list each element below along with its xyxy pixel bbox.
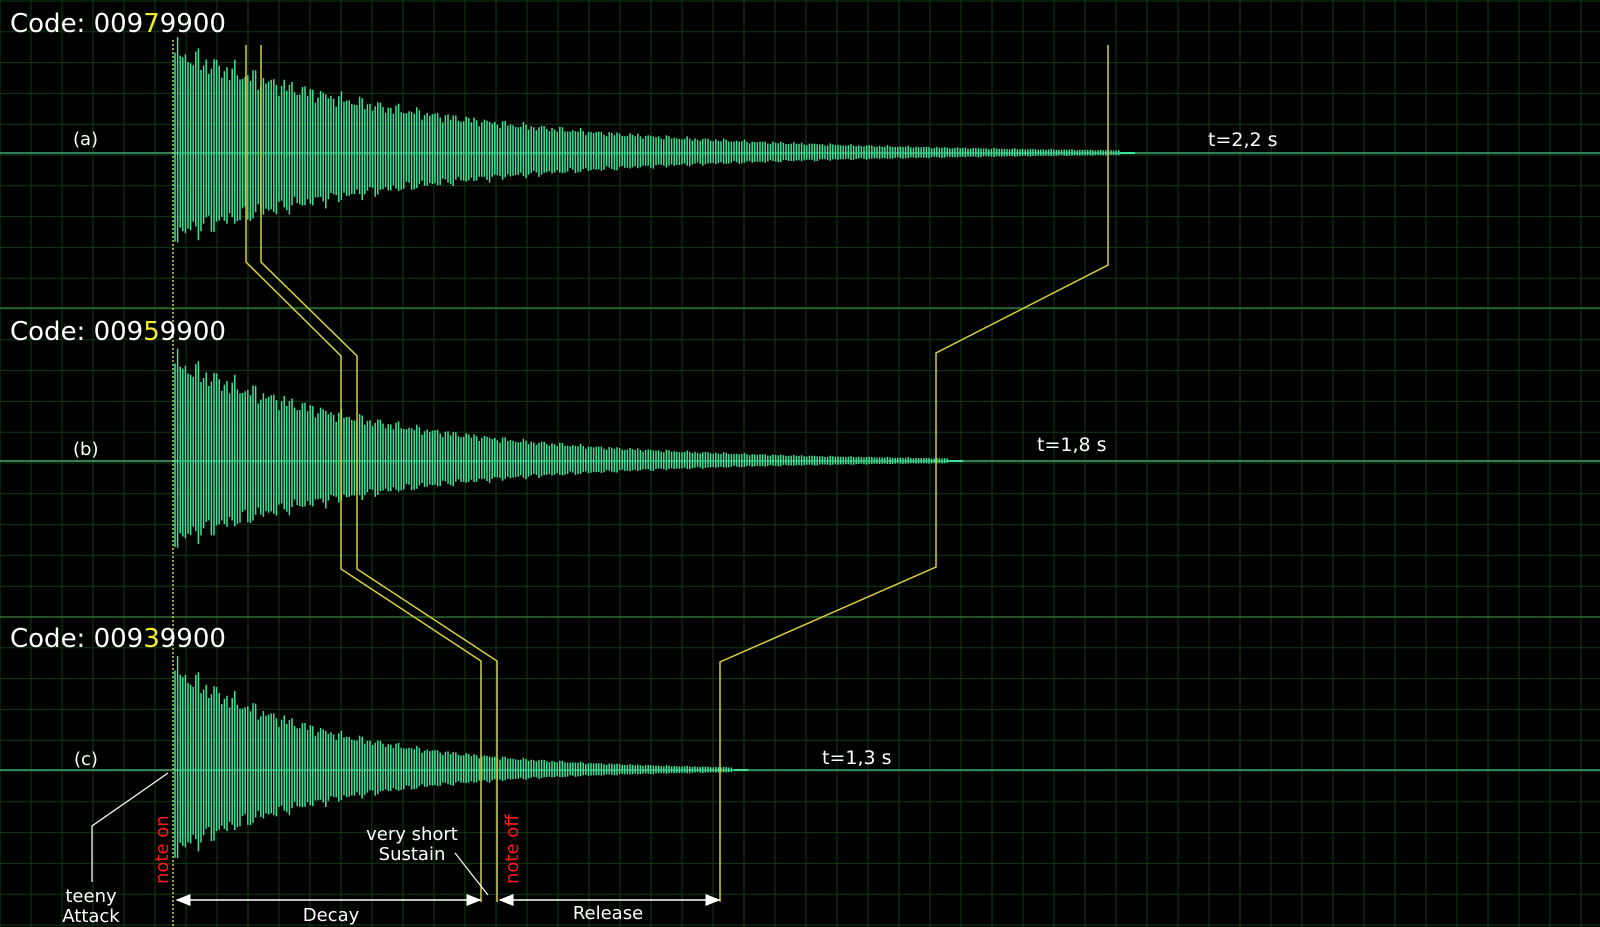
code-label-c: Code: 00939900: [10, 624, 226, 654]
time-label-b: t=1,8 s: [1037, 434, 1107, 456]
panel-label-b: (b): [73, 439, 98, 460]
panel-label-a: (a): [73, 129, 98, 150]
release-guide: [719, 45, 1109, 902]
sustain-pointer: [454, 852, 489, 896]
panel-separators: [0, 307, 1600, 618]
sustain-label-1: very short: [366, 824, 458, 845]
note-on-label: note on: [152, 815, 173, 884]
decay-guides: [245, 45, 498, 902]
waveform-trace: [174, 656, 733, 859]
code-digit-c: 3: [143, 624, 160, 654]
decay-label: Decay: [303, 905, 360, 926]
code-digit-a: 7: [143, 9, 160, 39]
panel-label-c: (c): [74, 749, 98, 770]
waveform-c: [174, 656, 749, 859]
note-off-label: note off: [502, 814, 523, 884]
attack-label-2: Attack: [62, 906, 120, 927]
waveform-b: [174, 348, 964, 548]
code-label-a: Code: 00979900: [10, 9, 226, 39]
attack-pointer: [91, 772, 169, 882]
waveform-trace: [174, 37, 1120, 243]
code-digit-b: 5: [143, 317, 160, 347]
code-label-b: Code: 00959900: [10, 317, 226, 347]
attack-label-1: teeny: [65, 886, 117, 907]
sustain-label-2: Sustain: [379, 844, 446, 865]
release-label: Release: [573, 903, 643, 924]
time-label-a: t=2,2 s: [1208, 129, 1278, 151]
time-label-c: t=1,3 s: [822, 747, 892, 769]
waveform-trace: [174, 348, 948, 548]
waveform-a: [174, 37, 1135, 243]
